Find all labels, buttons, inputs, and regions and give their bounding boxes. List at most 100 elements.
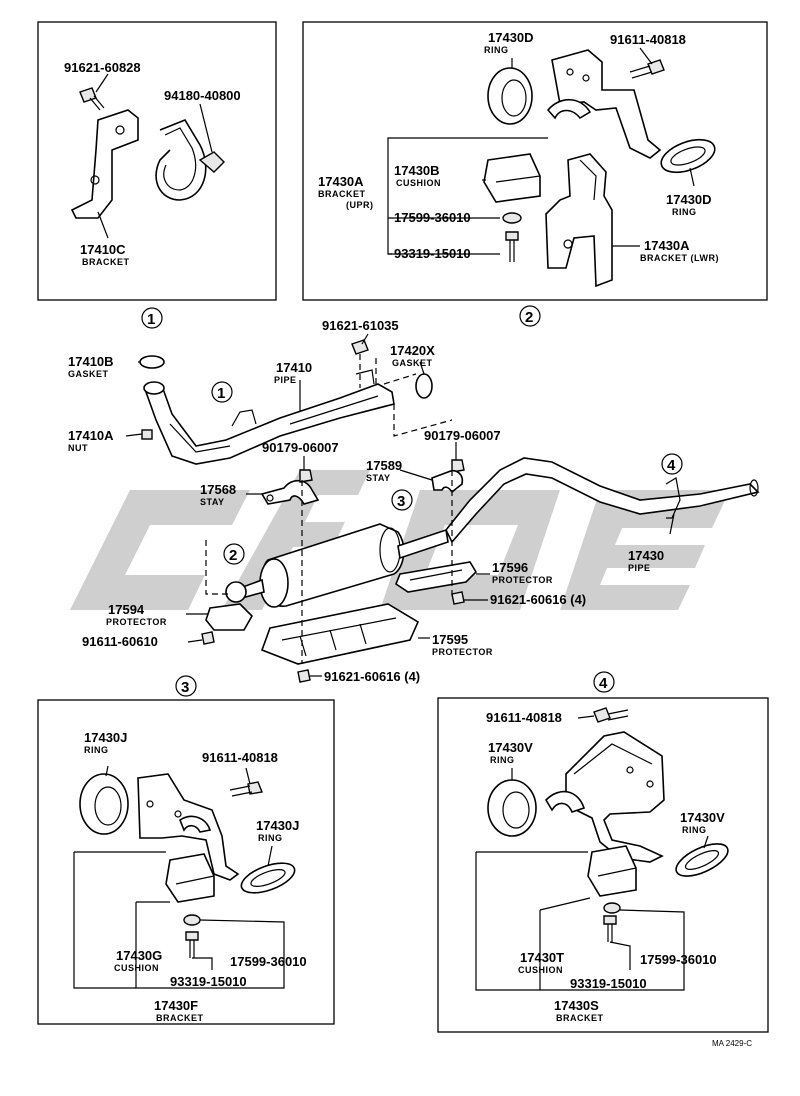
screw-93319-15010-p4-drawing [603, 915, 617, 942]
label-bolt-91611-40818-p2: 91611-40818 [610, 32, 686, 47]
bolt-91621-61035-drawing [351, 339, 369, 355]
bracket-17430s-drawing [544, 731, 665, 863]
marker-panel-3: 3 [175, 675, 197, 697]
main-assembly: 1 2 3 4 91621-61035 17420X GASKET 17410 … [68, 318, 760, 684]
label-ring-17430v-left: 17430V [488, 740, 533, 755]
label-bracket-17430a-lwr: 17430A [644, 238, 690, 253]
label-bolt-91611-60610: 91611-60610 [82, 634, 158, 649]
label-gasket-17420x-sub: GASKET [392, 358, 433, 368]
marker-main-1: 1 [211, 381, 233, 403]
label-bracket-17410c: 17410C [80, 242, 126, 257]
drawing-code: MA 2429-C [712, 1039, 752, 1048]
protector-17595-drawing [260, 603, 420, 665]
label-ring-17430j-left: 17430J [84, 730, 127, 745]
label-gasket-17420x: 17420X [390, 343, 435, 358]
label-protector-17595: 17595 [432, 632, 468, 647]
bolt-91611-40818-p3-drawing [229, 781, 263, 797]
label-nut-17410a-sub: NUT [68, 443, 88, 453]
tail-pipe-17430-drawing [445, 457, 760, 544]
svg-text:1: 1 [217, 385, 225, 402]
leader-17430 [669, 513, 675, 535]
leader-17410c [97, 211, 109, 239]
svg-text:3: 3 [397, 493, 405, 510]
ring-17430d-top-drawing [487, 67, 533, 125]
label-bolt-91621-60616-b: 91621-60616 (4) [324, 669, 420, 684]
label-ring-17430d-right-sub: RING [672, 207, 697, 217]
marker-panel-2: 2 [519, 305, 541, 327]
leader-91611-60610 [187, 639, 203, 643]
label-ring-17430v-left-sub: RING [490, 755, 515, 765]
panel-4: 91611-40818 17430V RING 17430V RING 1743… [437, 697, 769, 1033]
marker-main-3: 3 [391, 489, 413, 511]
panel-2: 17430D RING 91611-40818 17430A BRACKET (… [302, 21, 768, 301]
bolt-91621-60616-a-drawing [451, 591, 465, 605]
label-bolt-91621-61035: 91621-61035 [322, 318, 399, 333]
bolt-91611-40818-drawing [629, 59, 665, 79]
panel-4-frame [437, 697, 769, 1033]
front-pipe-17410-drawing [143, 369, 395, 465]
nut-17410a-drawing [141, 429, 153, 440]
leader-93319-15010-p3 [192, 957, 213, 970]
label-pipe-17410-sub: PIPE [274, 375, 297, 385]
leader-91621-60828 [95, 73, 109, 93]
label-washer-17599-36010-p4: 17599-36010 [640, 952, 717, 967]
label-stay-17589-sub: STAY [366, 473, 391, 483]
label-pipe-17430-sub: PIPE [628, 563, 651, 573]
label-bracket-17430s-sub: BRACKET [556, 1013, 604, 1023]
label-nut-17410a: 17410A [68, 428, 114, 443]
label-screw-93319-15010-p4: 93319-15010 [570, 976, 647, 991]
washer-17599-36010-p4-drawing [603, 902, 621, 914]
gasket-17410b-drawing [139, 355, 165, 369]
label-ring-17430d-top-sub: RING [484, 45, 509, 55]
bolt-91621-60828-drawing [79, 87, 105, 111]
svg-text:2: 2 [229, 547, 237, 564]
bracket-17430a-lwr-drawing [545, 153, 613, 288]
svg-text:2: 2 [525, 309, 533, 326]
leader-17589 [399, 469, 433, 481]
stay-17589-drawing [431, 469, 464, 494]
leader-91621-61035 [361, 333, 369, 345]
label-ring-17430j-right-sub: RING [258, 833, 283, 843]
gasket-17420x-drawing [415, 373, 433, 399]
clamp-94180-40800-drawing [155, 119, 225, 201]
muffler-drawing [225, 523, 449, 608]
marker-panel-1: 1 [141, 307, 163, 329]
label-pipe-17410: 17410 [276, 360, 312, 375]
label-ring-17430d-top: 17430D [488, 30, 534, 45]
label-cushion-17430g: 17430G [116, 948, 162, 963]
label-ring-17430d-right: 17430D [666, 192, 712, 207]
leader-91611-40818 [639, 47, 653, 65]
leader-91611-40818-p4 [577, 715, 595, 719]
cushion-17430g-drawing [165, 853, 215, 903]
label-washer-17599-36010-p3: 17599-36010 [230, 954, 307, 969]
label-clamp-94180-40800: 94180-40800 [164, 88, 241, 103]
leader-91611-40818-p3 [245, 767, 251, 785]
protector-17596-drawing [395, 561, 478, 593]
cushion-17430b-drawing [483, 153, 541, 203]
dashed-line-front-link [393, 404, 453, 437]
panel-3-frame [37, 699, 335, 1025]
label-nut-90179-06007-a: 90179-06007 [262, 440, 339, 455]
nut-90179-06007-b-drawing [451, 459, 465, 473]
leader-94180-40800 [199, 103, 213, 153]
bolt-91611-40818-p4-drawing [593, 707, 629, 723]
marker-main-2: 2 [223, 543, 245, 565]
label-cushion-17430t: 17430T [520, 950, 564, 965]
ring-17430j-left-drawing [79, 773, 129, 835]
dashed-line-muffler-inlet [205, 540, 232, 595]
ring-17430v-right-drawing [675, 843, 729, 877]
label-bracket-17430f: 17430F [154, 998, 198, 1013]
svg-text:4: 4 [667, 457, 676, 474]
dashed-flange-link [359, 354, 417, 388]
label-protector-17595-sub: PROTECTOR [432, 647, 493, 657]
label-ring-17430v-right-sub: RING [682, 825, 707, 835]
panel-1-frame [37, 21, 277, 301]
leader-17430d-right [689, 167, 695, 187]
screw-93319-15010-drawing [505, 231, 519, 262]
leader-93319-15010-p4 [609, 941, 631, 970]
svg-text:3: 3 [181, 679, 189, 696]
label-washer-17599-36010-p2: 17599-36010 [394, 210, 471, 225]
washer-17599-36010-p3-drawing [183, 914, 201, 926]
label-screw-93319-15010-p2: 93319-15010 [394, 246, 471, 261]
